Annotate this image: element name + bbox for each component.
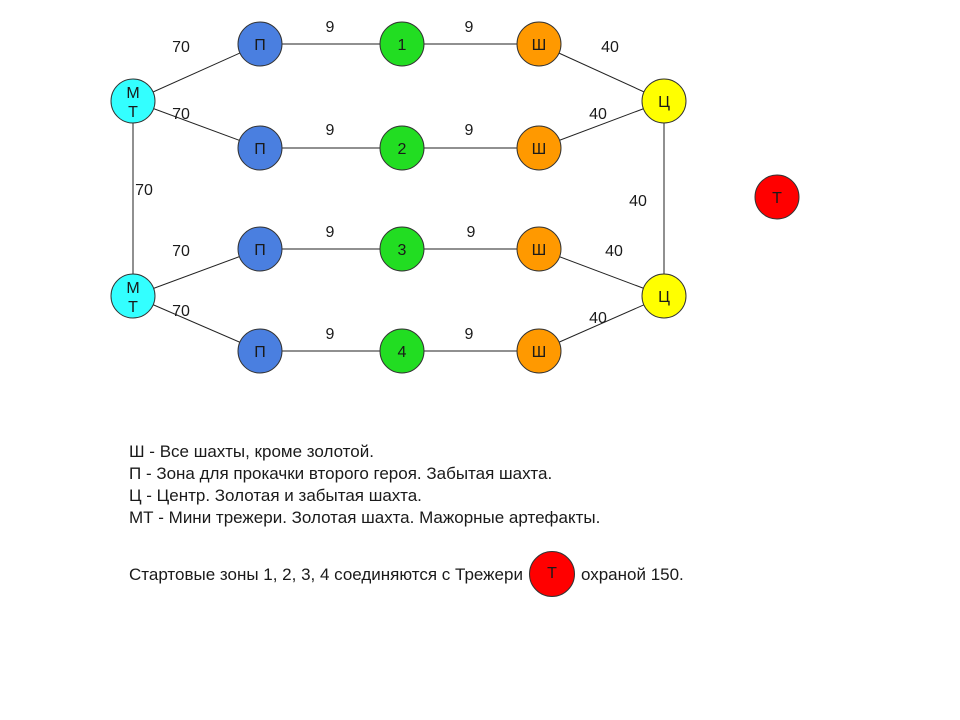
edge-label-sh4-c-bottom: 40 [589, 310, 607, 327]
edge-sh1-c-top [538, 43, 665, 102]
node-p4: П [237, 328, 283, 374]
node-zone-4: 4 [379, 328, 425, 374]
node-treasury-label: Т [772, 190, 782, 207]
legend-pump-zone: П - Зона для прокачки второго героя. Заб… [129, 464, 553, 483]
node-p1-label: П [254, 37, 266, 54]
edge-label-c-top-c-bottom: 40 [629, 193, 647, 210]
node-zone-3-label: 3 [398, 242, 407, 259]
legend-start-guard-text: охраной 150. [580, 565, 684, 584]
edge-label-sh1-c-top: 40 [601, 39, 619, 56]
edges [132, 43, 665, 352]
node-mt-bottom: М Т [110, 273, 156, 319]
node-sh1-label: Ш [532, 37, 547, 54]
node-center-bottom-label: Ц [658, 289, 670, 306]
legend-start-zones: Стартовые зоны 1, 2, 3, 4 соединяются с … [129, 551, 684, 598]
edge-mt-top-p2 [132, 100, 261, 149]
node-zone-1: 1 [379, 21, 425, 67]
edge-label-mt-bottom-p4: 70 [172, 303, 190, 320]
node-center-top: Ц [641, 78, 687, 124]
edge-label-p3-z3: 9 [326, 224, 335, 241]
edge-mt-bottom-p4 [132, 295, 261, 352]
node-sh4-label: Ш [532, 344, 547, 361]
node-mt-top: М Т [110, 78, 156, 124]
legend-treasury-node: Т [528, 551, 575, 597]
node-mt-top-label-2: Т [128, 104, 138, 121]
edge-label-mt-top-p2: 70 [172, 106, 190, 123]
node-zone-3: 3 [379, 226, 425, 272]
node-center-top-label: Ц [658, 94, 670, 111]
node-p2: П [237, 125, 283, 171]
edge-label-mt-top-p1: 70 [172, 39, 190, 56]
edge-labels: 70 70 70 70 70 9 9 9 9 9 9 9 9 40 40 40 … [135, 19, 647, 343]
node-treasury: Т [754, 174, 800, 220]
node-zone-4-label: 4 [398, 344, 407, 361]
edge-label-p4-z4: 9 [326, 326, 335, 343]
legend-center: Ц - Центр. Золотая и забытая шахта. [129, 486, 422, 505]
node-p3: П [237, 226, 283, 272]
legend-shaft: Ш - Все шахты, кроме золотой. [129, 442, 374, 461]
edge-label-z2-sh2: 9 [465, 122, 474, 139]
node-center-bottom: Ц [641, 273, 687, 319]
legend-mini-treasury: МТ - Мини трежери. Золотая шахта. Мажорн… [129, 508, 601, 527]
node-sh3: Ш [516, 226, 562, 272]
edge-label-z3-sh3: 9 [467, 224, 476, 241]
node-zone-2-label: 2 [398, 141, 407, 158]
node-p2-label: П [254, 141, 266, 158]
edge-label-z1-sh1: 9 [465, 19, 474, 36]
edge-sh4-c-bottom [538, 295, 665, 352]
node-p4-label: П [254, 344, 266, 361]
node-zone-2: 2 [379, 125, 425, 171]
edge-label-mt-top-mt-bottom: 70 [135, 182, 153, 199]
node-zone-1-label: 1 [398, 37, 407, 54]
edge-label-z4-sh4: 9 [465, 326, 474, 343]
edge-label-p1-z1: 9 [326, 19, 335, 36]
node-p3-label: П [254, 242, 266, 259]
node-p1: П [237, 21, 283, 67]
node-sh4: Ш [516, 328, 562, 374]
node-sh1: Ш [516, 21, 562, 67]
node-mt-top-label-1: М [126, 85, 139, 102]
edge-mt-top-p1 [132, 43, 261, 102]
edge-label-sh3-c-bottom: 40 [605, 243, 623, 260]
node-sh2-label: Ш [532, 141, 547, 158]
edge-label-p2-z2: 9 [326, 122, 335, 139]
node-sh2: Ш [516, 125, 562, 171]
legend-start-text: Стартовые зоны 1, 2, 3, 4 соединяются с … [129, 565, 523, 584]
edge-mt-bottom-p3 [132, 248, 261, 297]
edge-label-sh2-c-top: 40 [589, 106, 607, 123]
edge-label-mt-bottom-p3: 70 [172, 243, 190, 260]
node-mt-bottom-label-2: Т [128, 299, 138, 316]
node-mt-bottom-label-1: М [126, 280, 139, 297]
node-sh3-label: Ш [532, 242, 547, 259]
nodes: М Т М Т П П П П 1 2 [110, 21, 800, 374]
